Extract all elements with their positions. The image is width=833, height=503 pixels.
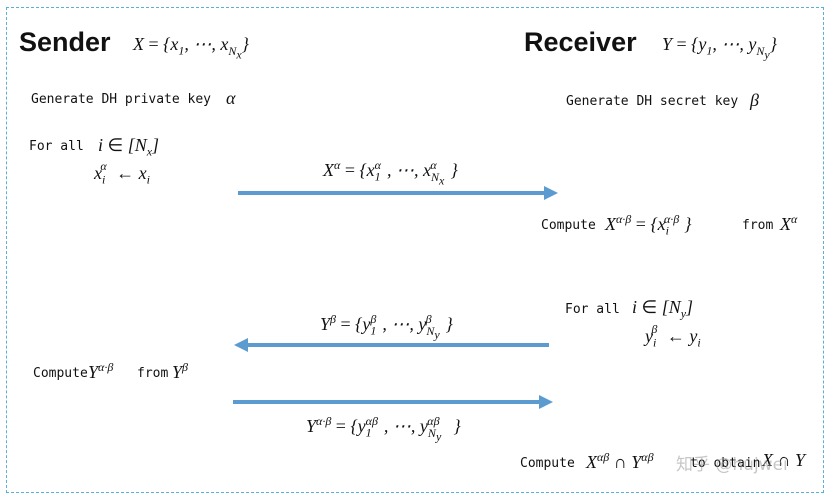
watermark: 知乎 @hujwei [676,455,788,475]
receiver-compute: Compute [541,218,596,233]
sender-keygen: Generate DH private key [31,92,212,107]
receiver-title: Receiver [524,27,637,57]
sender-for-condition: i ∈ [Nx] [98,135,160,159]
receiver-compute-from-expression: Xα [780,212,798,234]
receiver-key-symbol: β [750,90,759,110]
sender-set-definition: X = {x1, ⋯, xNx} [133,34,249,61]
sender-final-compute: Compute [33,366,88,381]
diagram-frame [6,7,824,493]
receiver-compute-expression: Xα·β = {xiα·β} [605,212,692,238]
sender-final-compute-expression: Yα·β [88,360,114,382]
receiver-for-all: For all [565,302,620,317]
message-1-arrowhead [544,186,558,200]
receiver-intersect-obtain: to obtain [690,456,761,471]
sender-title: Sender [19,27,111,57]
receiver-intersect-result: X ∩ Y [762,450,806,470]
receiver-intersect-expression: Xαβ ∩ Yαβ [586,450,654,472]
receiver-compute-from: from [742,218,774,233]
sender-key-symbol: α [226,88,236,108]
message-3-arrowhead [539,395,553,409]
sender-for-all: For all [29,139,84,154]
sender-final-from: from [137,366,169,381]
message-1-label: Xα = {x1α, ⋯, xNxα} [323,158,458,187]
receiver-for-condition: i ∈ [Ny] [632,297,694,321]
message-2-arrowhead [234,338,248,352]
receiver-exp-step: yiβ ← yi [645,322,701,350]
receiver-set-definition: Y = {y1, ⋯, yNy} [662,34,777,61]
sender-final-from-expression: Yβ [172,360,188,382]
message-2-label: Yβ = {y1β, ⋯, yNyβ} [320,312,453,341]
sender-exp-step: xiα ← xi [94,159,150,187]
message-3-label: Yα·β = {y1αβ, ⋯, yNyαβ} [306,414,461,443]
receiver-intersect-compute: Compute [520,456,575,471]
receiver-keygen: Generate DH secret key [566,94,739,109]
